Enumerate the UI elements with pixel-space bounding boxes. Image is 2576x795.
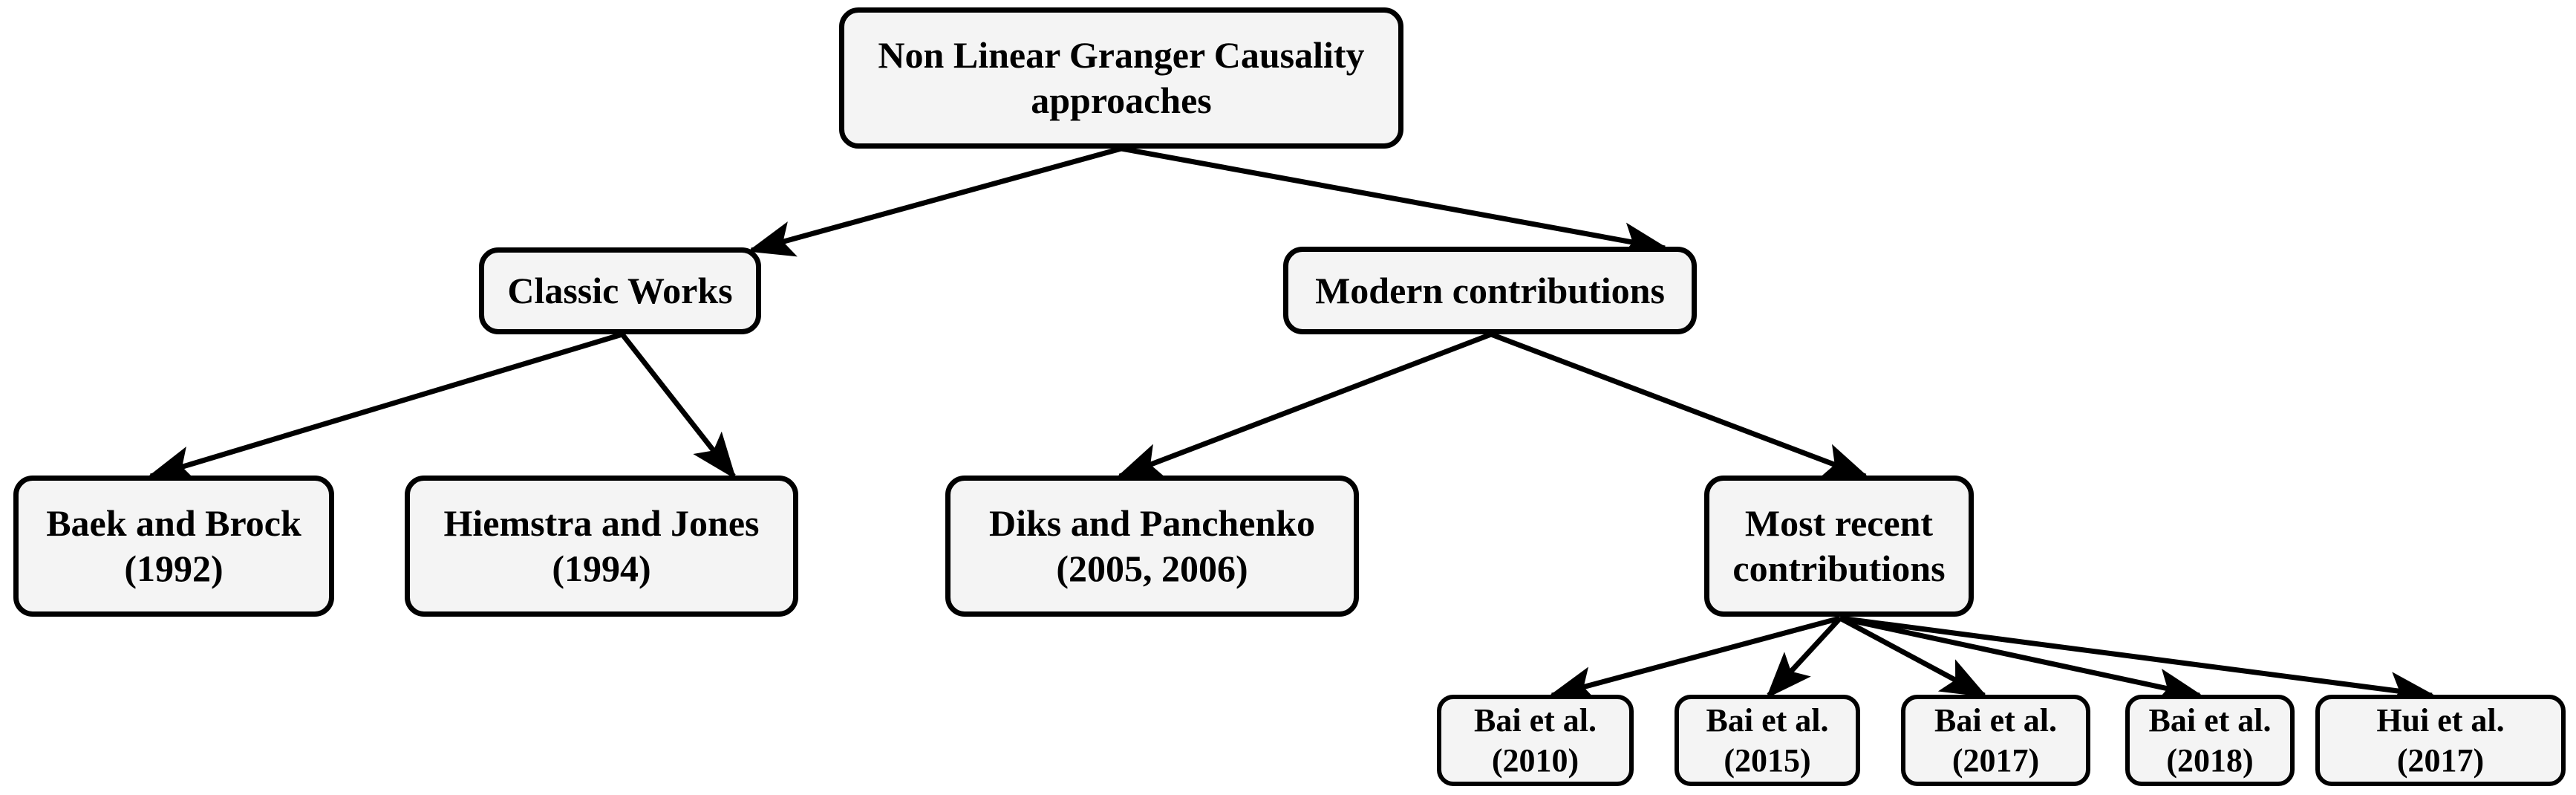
node-label: Most recent contributions: [1732, 502, 1946, 589]
node-label: Classic Works: [507, 270, 733, 311]
node-bai-2017[interactable]: Bai et al. (2017): [1901, 695, 2090, 786]
node-label: Baek and Brock (1992): [46, 502, 301, 589]
node-baek-and-brock[interactable]: Baek and Brock (1992): [13, 476, 334, 617]
edge-most-recent-contributions-to-bai-2015: [1766, 616, 1842, 699]
node-hui-2017[interactable]: Hui et al. (2017): [2315, 695, 2566, 786]
node-hiemstra-and-jones[interactable]: Hiemstra and Jones (1994): [405, 476, 798, 617]
edge-modern-contributions-to-diks-and-panchenko: [1115, 331, 1493, 479]
node-label: Non Linear Granger Causality approaches: [878, 34, 1365, 121]
node-label: Bai et al. (2018): [2148, 701, 2272, 779]
edge-modern-contributions-to-most-recent-contributions: [1490, 331, 1870, 479]
node-label: Bai et al. (2010): [1474, 701, 1597, 779]
node-label: Modern contributions: [1315, 269, 1665, 311]
node-root[interactable]: Non Linear Granger Causality approaches: [839, 7, 1403, 149]
edge-classic-works-to-hiemstra-and-jones: [620, 332, 737, 480]
node-classic-works[interactable]: Classic Works: [479, 247, 761, 334]
node-bai-2010[interactable]: Bai et al. (2010): [1437, 695, 1634, 786]
node-bai-2018[interactable]: Bai et al. (2018): [2125, 695, 2295, 786]
node-modern-contributions[interactable]: Modern contributions: [1283, 247, 1697, 334]
node-label: Hui et al. (2017): [2376, 701, 2505, 779]
edge-classic-works-to-baek-and-brock: [146, 331, 624, 481]
node-label: Diks and Panchenko (2005, 2006): [988, 502, 1316, 589]
node-diks-and-panchenko[interactable]: Diks and Panchenko (2005, 2006): [945, 476, 1359, 617]
edge-root-to-modern-contributions: [1121, 146, 1669, 259]
node-label: Bai et al. (2017): [1934, 701, 2057, 779]
edge-most-recent-contributions-to-bai-2018: [1839, 615, 2204, 704]
edge-most-recent-contributions-to-bai-2017: [1839, 615, 1988, 698]
node-label: Bai et al. (2015): [1706, 701, 1829, 779]
node-most-recent-contributions[interactable]: Most recent contributions: [1704, 476, 1974, 617]
edge-most-recent-contributions-to-hui-2017: [1839, 615, 2436, 708]
node-bai-2015[interactable]: Bai et al. (2015): [1675, 695, 1860, 786]
node-label: Hiemstra and Jones (1994): [443, 502, 760, 589]
edge-root-to-classic-works: [747, 146, 1122, 257]
edge-most-recent-contributions-to-bai-2010: [1548, 615, 1841, 702]
